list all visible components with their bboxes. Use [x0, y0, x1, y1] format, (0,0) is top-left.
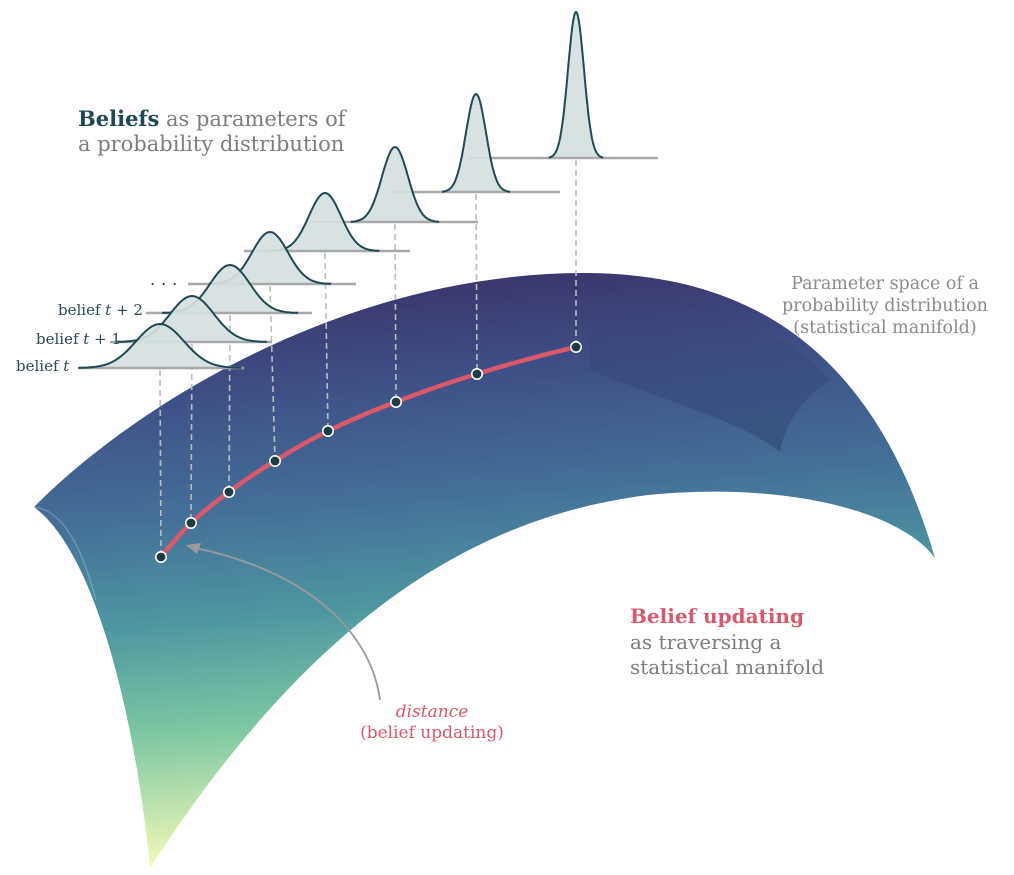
belief-distribution: [392, 92, 560, 194]
belief-label-t1: belief t + 1: [36, 330, 121, 348]
belief-point: [155, 550, 168, 563]
belief-updating-emph: Belief updating: [630, 604, 804, 628]
distribution-fill: [548, 12, 604, 158]
belief-label-t2-var: t: [105, 301, 112, 319]
manifold-label-line1: Parameter space of a: [791, 274, 979, 294]
manifold-label-line2: probability distribution: [782, 295, 988, 316]
beliefs-title-line2: a probability distribution: [78, 132, 345, 157]
belief-distribution: [78, 322, 244, 370]
belief-label-t: belief t: [16, 357, 69, 375]
belief-point: [268, 454, 281, 467]
belief-label-t1-suffix: + 1: [89, 330, 121, 348]
ellipsis: ...: [150, 270, 184, 289]
projection-line: [475, 193, 478, 375]
distribution-curve: [548, 10, 604, 159]
manifold-fold-shade: [590, 308, 830, 452]
belief-point: [389, 395, 402, 408]
belief-label-t-var: t: [63, 357, 70, 375]
belief-label-t2-prefix: belief: [58, 301, 106, 319]
distribution-fill: [442, 94, 510, 192]
projection-lines: [159, 160, 577, 558]
distance-label: distance (belief updating): [352, 702, 512, 745]
manifold-label: Parameter space of a probability distrib…: [765, 274, 1005, 340]
distribution-curve: [270, 191, 380, 252]
distribution-curve: [441, 92, 511, 193]
belief-point: [185, 516, 198, 529]
distribution-fill: [78, 324, 242, 368]
manifold-label-line3: (statistical manifold): [793, 317, 977, 338]
belief-label-t1-var: t: [83, 330, 90, 348]
distribution-fill: [350, 147, 440, 222]
distribution-fill: [162, 265, 298, 313]
belief-point: [223, 485, 236, 498]
belief-point: [321, 424, 334, 437]
distance-arrow: [195, 547, 381, 701]
belief-label-t-prefix: belief: [16, 357, 64, 375]
distribution-fill: [208, 232, 332, 284]
distribution-curve: [78, 322, 242, 369]
beliefs-title-emph: Beliefs: [78, 106, 160, 131]
manifold-surface: [34, 273, 935, 868]
distribution-fill: [270, 193, 380, 251]
belief-point: [569, 340, 582, 353]
belief-updating-line3: statistical manifold: [630, 655, 825, 680]
distance-paren: (belief updating): [360, 723, 504, 744]
belief-points: [155, 340, 582, 563]
distance-arrow-head: [186, 543, 201, 554]
distance-word: distance: [395, 702, 469, 722]
belief-updating-label: Belief updating as traversing a statisti…: [630, 604, 824, 681]
belief-distribution: [468, 10, 658, 160]
belief-distributions: [78, 10, 658, 370]
projection-line: [269, 285, 276, 462]
belief-label-t2: belief t + 2: [58, 301, 143, 319]
belief-point: [470, 367, 483, 380]
belief-updating-line2: as traversing a: [630, 629, 782, 654]
belief-label-t1-prefix: belief: [36, 330, 84, 348]
manifold-edge-crease: [33, 506, 97, 601]
distribution-curve: [350, 145, 440, 223]
belief-label-t2-suffix: + 2: [111, 301, 143, 319]
projection-line: [159, 369, 162, 558]
distribution-fill: [117, 296, 267, 342]
beliefs-title-rest: as parameters of: [159, 107, 346, 131]
beliefs-title: Beliefs as parameters of a probability d…: [78, 106, 346, 157]
